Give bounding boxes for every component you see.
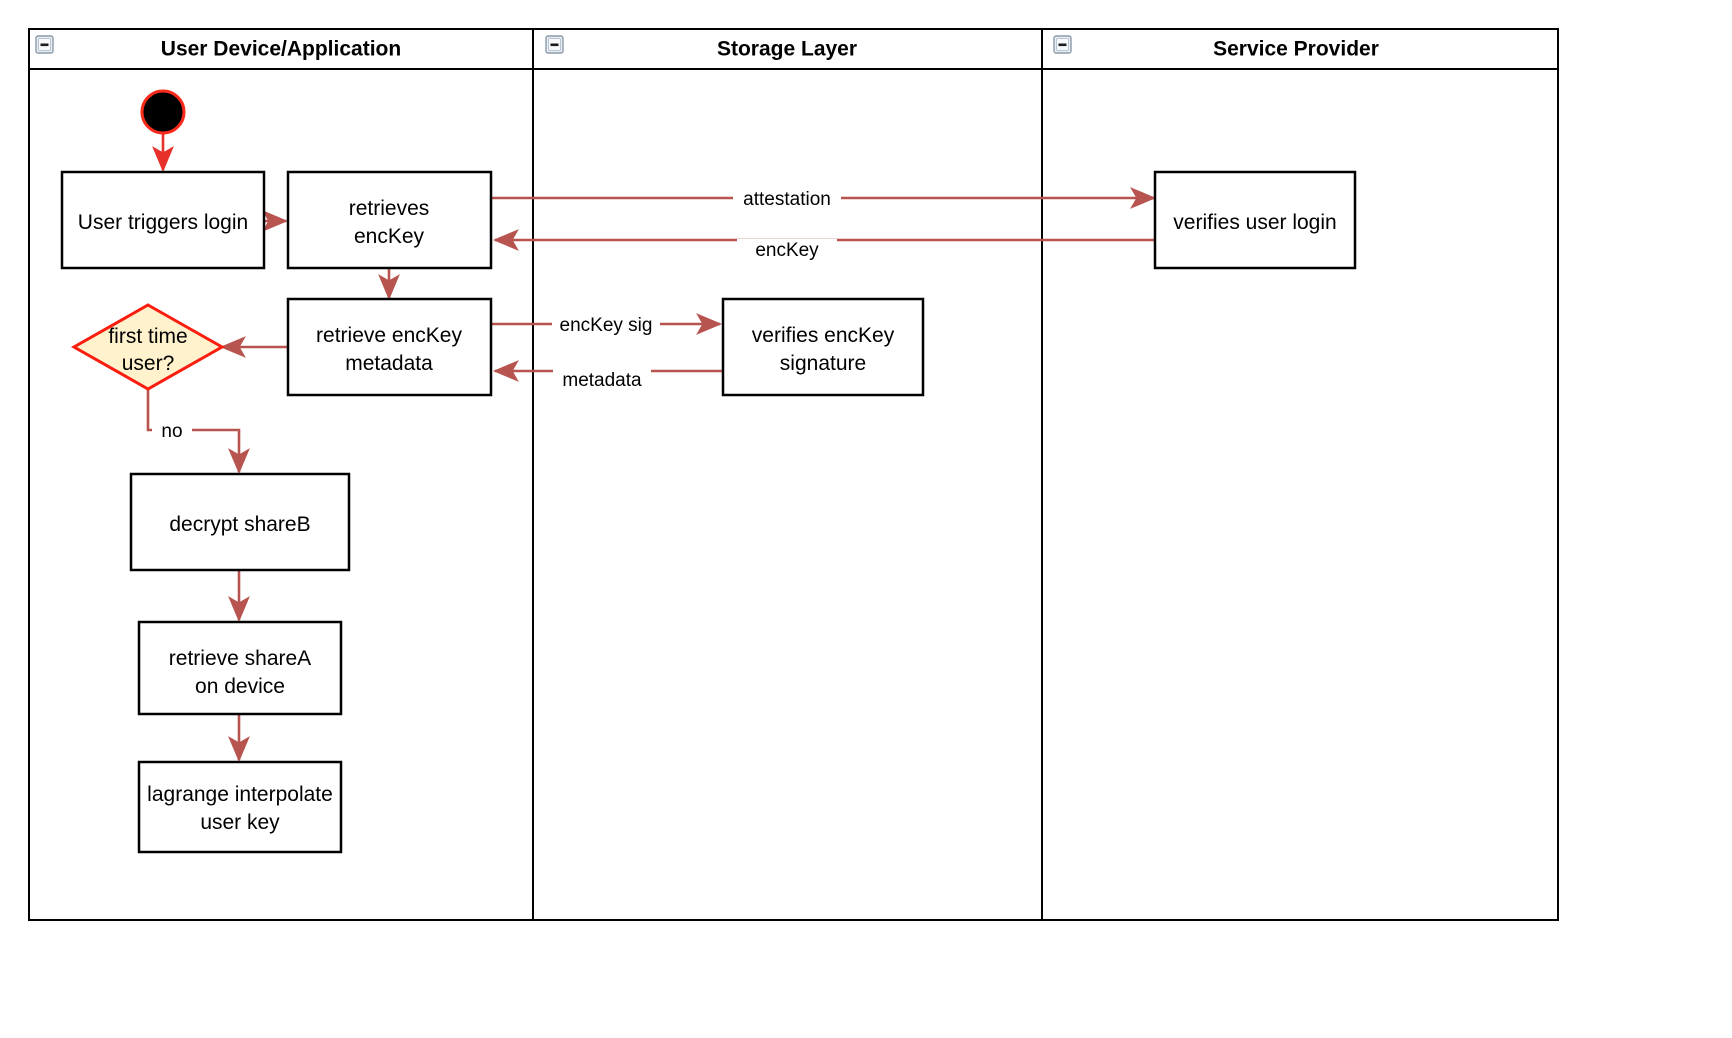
node-label-retrieve-sharea-line2: on device bbox=[195, 675, 285, 698]
node-label-verifies-enckey-signature-line1: verifies encKey bbox=[752, 324, 895, 347]
edge-label-no: no bbox=[161, 421, 182, 442]
node-box-decrypt-shareb bbox=[129, 472, 351, 572]
edge-label-enckey-sig: encKey sig bbox=[560, 315, 653, 336]
edge-attestation[interactable]: attestation bbox=[491, 187, 1157, 210]
node-retrieve-sharea-on-device[interactable]: retrieve shareA on device bbox=[137, 620, 343, 716]
collapse-minus-icon-service-provider[interactable] bbox=[1053, 35, 1072, 54]
node-verifies-enckey-signature[interactable]: verifies encKey signature bbox=[721, 297, 925, 397]
node-label-verifies-enckey-signature-line2: signature bbox=[780, 352, 866, 375]
node-label-retrieve-enckey-metadata-line2: metadata bbox=[345, 352, 433, 375]
node-user-triggers-login[interactable]: User triggers login bbox=[60, 170, 266, 270]
edge-label-attestation: attestation bbox=[743, 189, 831, 210]
lane-body-service-provider[interactable] bbox=[1041, 28, 1559, 921]
edge-label-enckey: encKey bbox=[755, 240, 819, 261]
node-label-first-time-user-line1: first time bbox=[108, 325, 187, 348]
node-label-lagrange-line2: user key bbox=[200, 811, 280, 834]
start-circle-icon bbox=[140, 89, 186, 135]
node-label-retrieves-enckey-line1: retrieves bbox=[349, 197, 430, 220]
node-decrypt-shareb[interactable]: decrypt shareB bbox=[129, 472, 351, 572]
node-box-retrieve-enckey-metadata bbox=[286, 297, 493, 397]
collapse-minus-icon-user-device[interactable] bbox=[35, 35, 54, 54]
node-box-user-triggers-login bbox=[60, 170, 266, 270]
collapse-minus-icon-storage[interactable] bbox=[545, 35, 564, 54]
node-box-verifies-enckey-signature bbox=[721, 297, 925, 397]
node-label-verifies-user-login: verifies user login bbox=[1173, 211, 1336, 234]
edge-label-metadata: metadata bbox=[562, 370, 642, 391]
node-label-retrieves-enckey-line2: encKey bbox=[354, 225, 425, 248]
node-label-retrieve-sharea-line1: retrieve shareA bbox=[169, 647, 311, 670]
node-label-decrypt-shareb: decrypt shareB bbox=[169, 513, 310, 536]
node-box-retrieve-sharea-on-device bbox=[137, 620, 343, 716]
start-node[interactable] bbox=[140, 89, 186, 135]
node-retrieve-enckey-metadata[interactable]: retrieve encKey metadata bbox=[286, 297, 493, 397]
node-lagrange-interpolate-user-key[interactable]: lagrange interpolate user key bbox=[137, 760, 343, 854]
edge-enckey-sig[interactable]: encKey sig bbox=[491, 313, 723, 336]
lane-header-service-provider[interactable]: Service Provider bbox=[1041, 28, 1559, 70]
node-box-verifies-user-login bbox=[1153, 170, 1357, 270]
lane-body-storage[interactable] bbox=[532, 28, 1043, 921]
lane-header-storage[interactable]: Storage Layer bbox=[532, 28, 1043, 70]
edge-decision-no[interactable]: no bbox=[146, 389, 250, 475]
node-verifies-user-login[interactable]: verifies user login bbox=[1153, 170, 1357, 270]
node-retrieves-enckey[interactable]: retrieves encKey bbox=[286, 170, 493, 270]
node-first-time-user-decision[interactable]: first time user? bbox=[70, 303, 226, 391]
lane-header-user-device[interactable]: User Device/Application bbox=[28, 28, 534, 70]
node-label-first-time-user-line2: user? bbox=[122, 352, 175, 375]
lane-header-rect-service-provider bbox=[1041, 28, 1559, 70]
lane-title-service-provider: Service Provider bbox=[1213, 38, 1379, 61]
node-label-user-triggers-login: User triggers login bbox=[78, 211, 248, 234]
edge-metadata-return[interactable]: metadata bbox=[492, 360, 722, 391]
lane-title-storage: Storage Layer bbox=[717, 38, 857, 61]
decision-diamond-shape bbox=[70, 303, 226, 391]
node-box-retrieves-enckey bbox=[286, 170, 493, 270]
node-label-lagrange-line1: lagrange interpolate bbox=[147, 783, 333, 806]
node-box-lagrange-interpolate bbox=[137, 760, 343, 854]
lane-title-user-device: User Device/Application bbox=[161, 38, 401, 61]
lane-header-rect-storage bbox=[532, 28, 1043, 70]
edge-enckey-return[interactable]: encKey bbox=[492, 229, 1154, 262]
node-label-retrieve-enckey-metadata-line1: retrieve encKey bbox=[316, 324, 462, 347]
